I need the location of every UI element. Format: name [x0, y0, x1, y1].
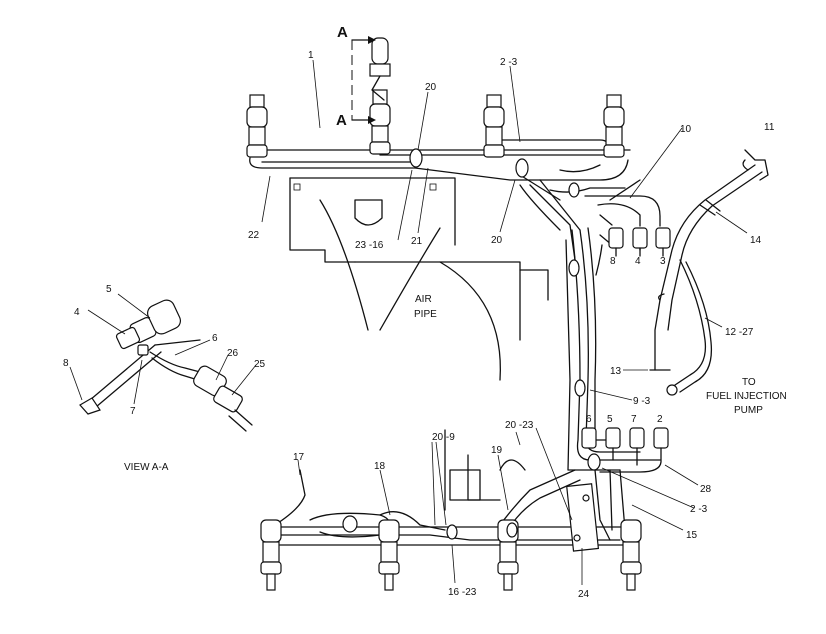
callout-22: 22: [248, 230, 260, 241]
callout-15: 15: [686, 530, 698, 541]
callout-20-a: 20: [425, 82, 437, 93]
view-a-a-detail: [79, 299, 253, 432]
callout-7: 7: [130, 406, 136, 417]
callout-2-low: 2: [657, 414, 663, 425]
callout-5-low: 5: [607, 414, 613, 425]
pump-label-3: PUMP: [734, 405, 763, 416]
lower-right-fittings: [581, 427, 669, 473]
callout-12-27: 12 -27: [725, 327, 754, 338]
line-clamps: [342, 148, 601, 540]
callout-7-low: 7: [631, 414, 637, 425]
callout-6-low: 6: [586, 414, 592, 425]
callout-2-3-low: 2 -3: [690, 504, 708, 515]
callout-28: 28: [700, 484, 712, 495]
callout-21: 21: [411, 236, 423, 247]
callout-numbers: 1 2 -3 20 22 23 -16 21 20 10 11 14 8 4 3…: [63, 50, 775, 600]
area-labels: AIR PIPE TO FUEL INJECTION PUMP VIEW A-A: [124, 294, 787, 473]
callout-2-3-top: 2 -3: [500, 57, 518, 68]
leader-lines: [69, 59, 748, 585]
callout-8-view: 8: [63, 358, 69, 369]
section-label-top: A: [337, 24, 348, 41]
air-pipe-label-2: PIPE: [414, 309, 437, 320]
callout-25: 25: [254, 359, 266, 370]
callout-11: 11: [764, 122, 775, 133]
callout-20-9: 20 -9: [432, 432, 455, 443]
callout-3-top: 3: [660, 256, 666, 267]
view-title: VIEW A-A: [124, 462, 169, 473]
engine-outline: [289, 177, 549, 511]
pump-label-2: FUEL INJECTION: [706, 391, 787, 402]
upper-injectors: [246, 37, 625, 158]
callout-20-b: 20: [491, 235, 503, 246]
upper-right-fittings: [608, 227, 671, 257]
callout-23-16: 23 -16: [355, 240, 384, 251]
callout-5: 5: [106, 284, 112, 295]
callout-4-view: 4: [74, 307, 80, 318]
callout-16-23: 16 -23: [448, 587, 477, 598]
section-label-bottom: A: [336, 112, 347, 129]
callout-19: 19: [491, 445, 503, 456]
pump-supply-lines: [649, 149, 769, 396]
callout-6: 6: [212, 333, 218, 344]
callout-13: 13: [610, 366, 622, 377]
callout-24: 24: [578, 589, 590, 600]
callout-20-23: 20 -23: [505, 420, 534, 431]
air-pipe-label-1: AIR: [415, 294, 432, 305]
callout-14: 14: [750, 235, 762, 246]
callout-1: 1: [308, 50, 314, 61]
pump-label-1: TO: [742, 377, 756, 388]
callout-17: 17: [293, 452, 305, 463]
callout-26: 26: [227, 348, 239, 359]
callout-10: 10: [680, 124, 692, 135]
callout-8-top: 8: [610, 256, 616, 267]
section-marker: A A: [336, 24, 376, 129]
callout-9-3: 9 -3: [633, 396, 651, 407]
callout-18: 18: [374, 461, 386, 472]
callout-4-top: 4: [635, 256, 641, 267]
